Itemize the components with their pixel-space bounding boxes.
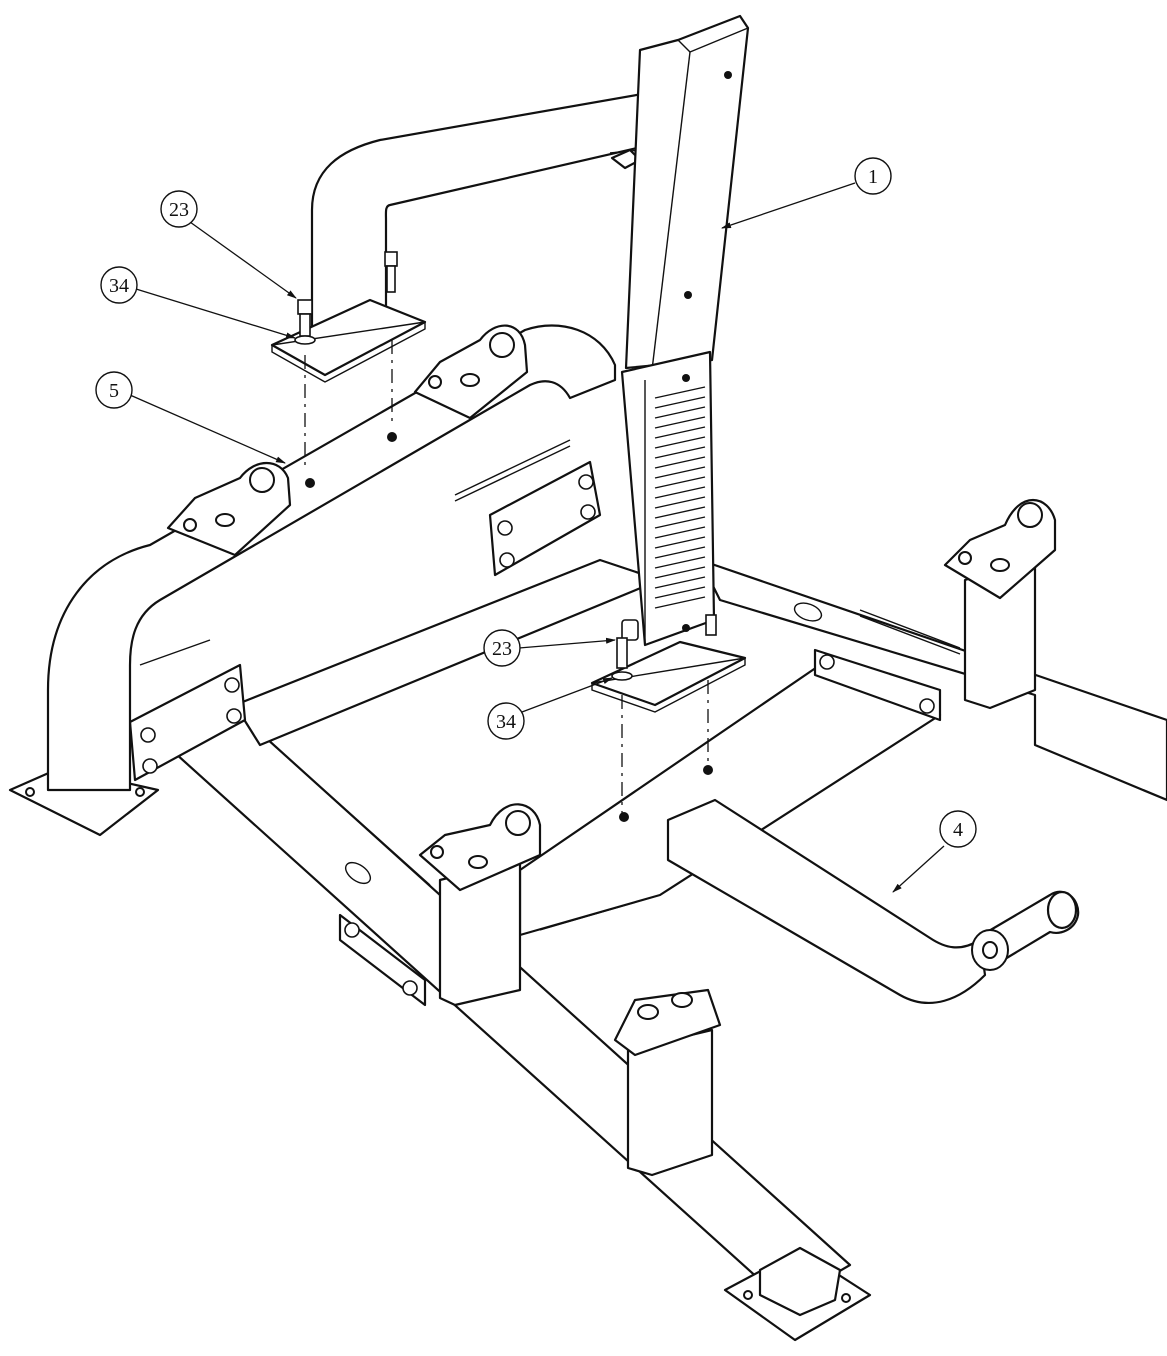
callout-34-mid-label: 34 bbox=[496, 711, 516, 733]
bench-arch-part-5 bbox=[46, 324, 617, 792]
callout-5: 5 bbox=[95, 371, 286, 464]
callout-5-label: 5 bbox=[109, 380, 119, 402]
callout-23-top: 23 bbox=[160, 190, 297, 299]
center-plate bbox=[488, 460, 602, 577]
front-upright-right bbox=[943, 498, 1057, 710]
bracket-left bbox=[166, 462, 292, 557]
upper-hoop bbox=[270, 88, 674, 470]
sleeve-slot bbox=[654, 556, 706, 569]
bracket-right bbox=[413, 324, 529, 420]
callout-4-label: 4 bbox=[953, 819, 963, 841]
sleeve-slot bbox=[654, 596, 706, 609]
sleeve-slot bbox=[654, 576, 706, 589]
callout-34-mid: 34 bbox=[487, 677, 613, 740]
sleeve-slot bbox=[654, 416, 706, 429]
front-plate bbox=[338, 913, 427, 1007]
sleeve-slot bbox=[654, 386, 706, 399]
sleeve-slot bbox=[654, 506, 706, 519]
callout-34-top-label: 34 bbox=[109, 275, 129, 297]
callout-23-top-label: 23 bbox=[169, 199, 189, 221]
callout-23-mid-label: 23 bbox=[492, 638, 512, 660]
callout-4: 4 bbox=[892, 810, 977, 893]
callout-1-label: 1 bbox=[868, 166, 878, 188]
sleeve-slot bbox=[654, 436, 706, 449]
left-plate bbox=[128, 663, 247, 782]
callout-1: 1 bbox=[721, 157, 892, 229]
sleeve-slot bbox=[654, 566, 706, 579]
callout-34-top: 34 bbox=[100, 266, 296, 339]
sleeve-slot bbox=[654, 456, 706, 469]
sleeve-slot bbox=[654, 396, 706, 409]
callout-23-mid: 23 bbox=[483, 629, 616, 667]
sleeve-slot bbox=[654, 496, 706, 509]
upright-post-part-1 bbox=[590, 14, 750, 822]
sleeve-slot bbox=[654, 476, 706, 489]
sleeve-slot bbox=[654, 586, 706, 599]
crank-arm-part-4 bbox=[666, 798, 1080, 1004]
sleeve-slot bbox=[654, 466, 706, 479]
sleeve-slot bbox=[654, 546, 706, 559]
sleeve-slot bbox=[654, 406, 706, 419]
sleeve-slot bbox=[654, 536, 706, 549]
rear-foot-post bbox=[613, 988, 722, 1177]
sleeve-slot bbox=[654, 516, 706, 529]
sleeve-slot bbox=[654, 446, 706, 459]
cross-rail bbox=[233, 558, 662, 747]
right-cross-plate bbox=[813, 648, 942, 722]
sleeve-slot bbox=[654, 426, 706, 439]
sleeve-slot bbox=[654, 526, 706, 539]
front-upright-center bbox=[418, 803, 542, 1007]
sleeve-slot bbox=[654, 486, 706, 499]
